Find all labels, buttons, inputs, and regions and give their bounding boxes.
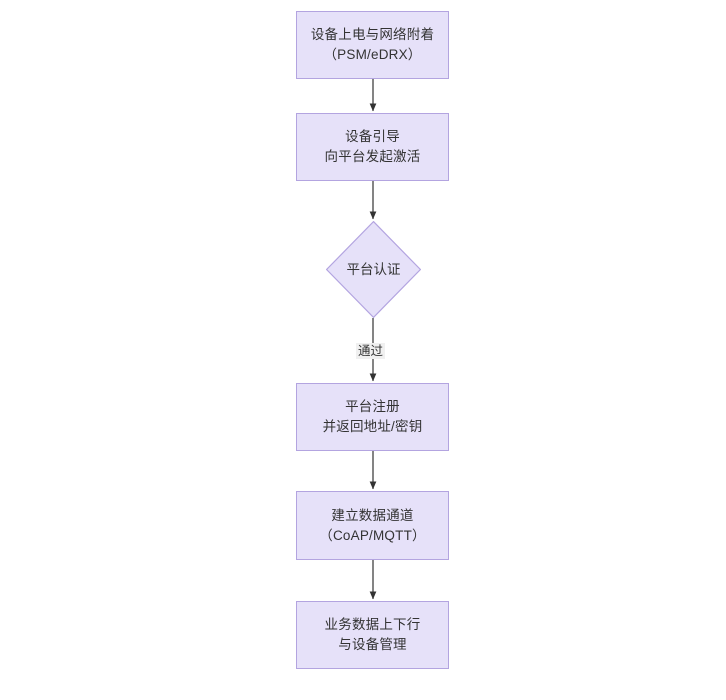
node-device-bootstrap[interactable]: 设备引导 向平台发起激活 xyxy=(296,113,449,181)
node-label: 建立数据通道 （CoAP/MQTT） xyxy=(319,507,426,543)
diamond-shape xyxy=(326,221,421,318)
node-device-power-on[interactable]: 设备上电与网络附着 （PSM/eDRX） xyxy=(296,11,449,79)
node-establish-data-channel[interactable]: 建立数据通道 （CoAP/MQTT） xyxy=(296,491,449,560)
node-business-data-and-device-management[interactable]: 业务数据上下行 与设备管理 xyxy=(296,601,449,669)
node-platform-registration[interactable]: 平台注册 并返回地址/密钥 xyxy=(296,383,449,451)
node-label: 业务数据上下行 与设备管理 xyxy=(324,617,421,652)
node-platform-authentication[interactable]: 平台认证 xyxy=(326,221,421,318)
node-label: 设备上电与网络附着 （PSM/eDRX） xyxy=(310,27,435,62)
node-label: 平台认证 xyxy=(346,261,401,277)
edge-label-pass: 通过 xyxy=(356,343,386,359)
node-label: 设备引导 向平台发起激活 xyxy=(324,129,421,164)
node-label: 平台注册 并返回地址/密钥 xyxy=(322,399,423,434)
